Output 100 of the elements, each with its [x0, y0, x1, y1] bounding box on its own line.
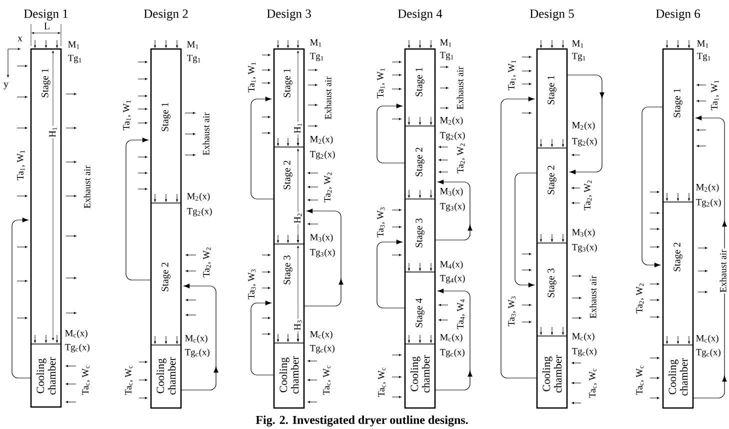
variable-label: Tg$_{1}$	[440, 52, 454, 60]
inlet-label: Ta$_{1}$, W$_{1}$	[508, 60, 516, 90]
variable-label: Tg$_{1}$	[310, 52, 324, 62]
variable-label: Tg$_{4}$(x)	[440, 274, 465, 284]
exhaust-label: Exhaust air	[590, 276, 596, 318]
edge-label: Exhaust air	[718, 248, 728, 294]
inlet-label: Ta$_{c}$, W$_{c}$	[636, 366, 644, 395]
variable-label: M$_{4}$(x)	[440, 260, 463, 270]
curved-arrow	[180, 284, 218, 390]
inlet-label: Ta$_{3}$, W$_{3}$	[377, 207, 385, 238]
figure-caption: Fig. 2. Investigated dryer outline designs.	[256, 416, 468, 426]
inlet-label: Ta$_{2}$, W$_{2}$	[324, 172, 332, 202]
inlet-label: Ta$_{c}$, W$_{c}$	[323, 366, 331, 395]
stage-box: Stage 2	[150, 202, 182, 346]
node-label: Design 2	[144, 10, 188, 20]
variable-label: Tg$_{3}$(x)	[572, 244, 597, 252]
node-label: Design 5	[530, 10, 574, 20]
chamber-box: Cooling chamber	[404, 344, 436, 408]
variable-label: M$_{1}$	[68, 41, 80, 49]
stage-box: Stage 1	[662, 48, 694, 202]
inlet-label: Ta$_{3}$, W$_{3}$	[248, 269, 256, 300]
variable-label: Tg$_{c}$(x)	[64, 344, 90, 352]
curved-arrow	[500, 96, 538, 378]
node-label: Design 3	[266, 10, 311, 20]
stage-box: Stage 2	[662, 202, 694, 346]
inlet-label: Ta$_{1}$, W$_{1}$	[17, 150, 25, 180]
stage-box: Stage 1	[536, 48, 568, 148]
inlet-label: Ta$_{1}$, W$_{1}$	[248, 62, 256, 92]
variable-label: Tg$_{3}$(x)	[310, 248, 335, 258]
exhaust-label: Exhaust air	[324, 76, 332, 120]
stage-box: Stage 1	[404, 48, 436, 126]
stage-box: Stage 3	[536, 242, 568, 336]
variable-label: Tg$_{c}$(x)	[310, 344, 334, 354]
variable-label: M$_{c}$(x)	[572, 332, 594, 342]
curved-arrow	[376, 240, 406, 308]
inlet-label: Ta$_{1}$, W$_{1}$	[123, 100, 131, 130]
inlet-label: Ta$_{c}$, W$_{c}$	[125, 366, 133, 395]
exhaust-label: Exhaust air	[202, 112, 210, 156]
curved-arrow	[434, 180, 472, 240]
inlet-label: Ta$_{1}$, W$_{1}$	[377, 68, 385, 98]
curved-arrow	[126, 138, 152, 280]
variable-label: M$_{c}$(x)	[310, 330, 332, 340]
curved-arrow	[12, 218, 32, 378]
variable-label: Tg$_{2}$(x)	[186, 208, 212, 216]
inlet-label: Ta$_{3}$, W$_{3}$	[508, 296, 516, 326]
variable-label: Tg$_{3}$(x)	[440, 202, 465, 212]
chamber-box: Cooling chamber	[274, 342, 304, 408]
variable-label: M$_{c}$(x)	[185, 334, 208, 344]
variable-label: M$_{1}$	[310, 39, 322, 47]
inlet-label: Ta$_{2}$, W$_{2}$	[636, 284, 644, 314]
inlet-label: Ta$_{2}$, W$_{2}$	[457, 144, 465, 174]
chamber-box: Cooling chamber	[30, 344, 62, 408]
inlet-label: Ta$_{c}$, W$_{c}$	[589, 368, 597, 398]
inlet-label: Ta$_{2}$, W$_{2}$	[584, 180, 592, 210]
inlet-label: Ta$_{2}$, W$_{2}$	[203, 248, 211, 278]
dimension-label: L	[44, 22, 50, 30]
chamber-box: Cooling chamber	[150, 344, 182, 408]
chamber-box: Cooling chamber	[536, 336, 568, 408]
variable-label: Tg$_{1}$	[572, 52, 586, 62]
node-label: Design 6	[656, 10, 700, 20]
variable-label: Tg$_{c}$(x)	[440, 348, 464, 358]
stage-box: Stage 3	[404, 198, 436, 272]
stage-box: Stage 2	[536, 148, 568, 244]
curved-arrow	[376, 104, 406, 164]
variable-label: M$_{c}$(x)	[65, 330, 88, 338]
dimension-label: H$_{1}$	[293, 122, 303, 134]
variable-label: Tg$_{2}$(x)	[696, 198, 721, 208]
curved-arrow	[250, 96, 274, 200]
variable-label: M$_{3}$(x)	[572, 228, 595, 238]
variable-label: M$_{2}$(x)	[572, 122, 595, 130]
variable-label: Tg$_{c}$(x)	[696, 348, 720, 358]
variable-label: M$_{1}$	[440, 39, 452, 47]
variable-label: Tg$_{2}$(x)	[572, 138, 597, 146]
curved-arrow	[642, 106, 664, 268]
variable-label: Tg$_{c}$(x)	[572, 348, 596, 356]
variable-label: M$_{2}$(x)	[440, 116, 463, 126]
exhaust-label: Exhaust air	[456, 66, 464, 110]
curved-arrow	[250, 300, 274, 376]
variable-label: M$_{c}$(x)	[696, 334, 718, 344]
stage-box: Stage 2	[404, 126, 436, 200]
node-label: Design 1	[24, 10, 68, 20]
variable-label: Tg$_{2}$(x)	[310, 150, 335, 160]
variable-label: M$_{2}$(x)	[187, 192, 210, 202]
curved-arrow	[434, 288, 472, 390]
inlet-label: Ta$_{c}$, W$_{c}$	[378, 368, 386, 397]
stage-box: Stage 1	[150, 48, 182, 204]
chamber-box: Cooling chamber	[662, 344, 694, 408]
variable-label: Tg$_{1}$	[186, 54, 200, 64]
axis-label: x	[18, 36, 22, 42]
variable-label: M$_{2}$(x)	[696, 184, 719, 192]
variable-label: M$_{2}$(x)	[310, 136, 333, 144]
axis-label: y	[4, 82, 8, 90]
variable-label: M$_{3}$(x)	[310, 234, 333, 242]
dimension-label: H$_{2}$	[293, 212, 303, 224]
variable-label: Tg$_{1}$	[696, 52, 710, 62]
inlet-label: Ta$_{c}$, W$_{c}$	[82, 366, 90, 395]
curved-arrow	[304, 208, 344, 306]
curved-arrow	[514, 172, 538, 288]
variable-label: Tg$_{c}$(x)	[184, 348, 210, 358]
variable-label: M$_{3}$(x)	[440, 188, 463, 196]
